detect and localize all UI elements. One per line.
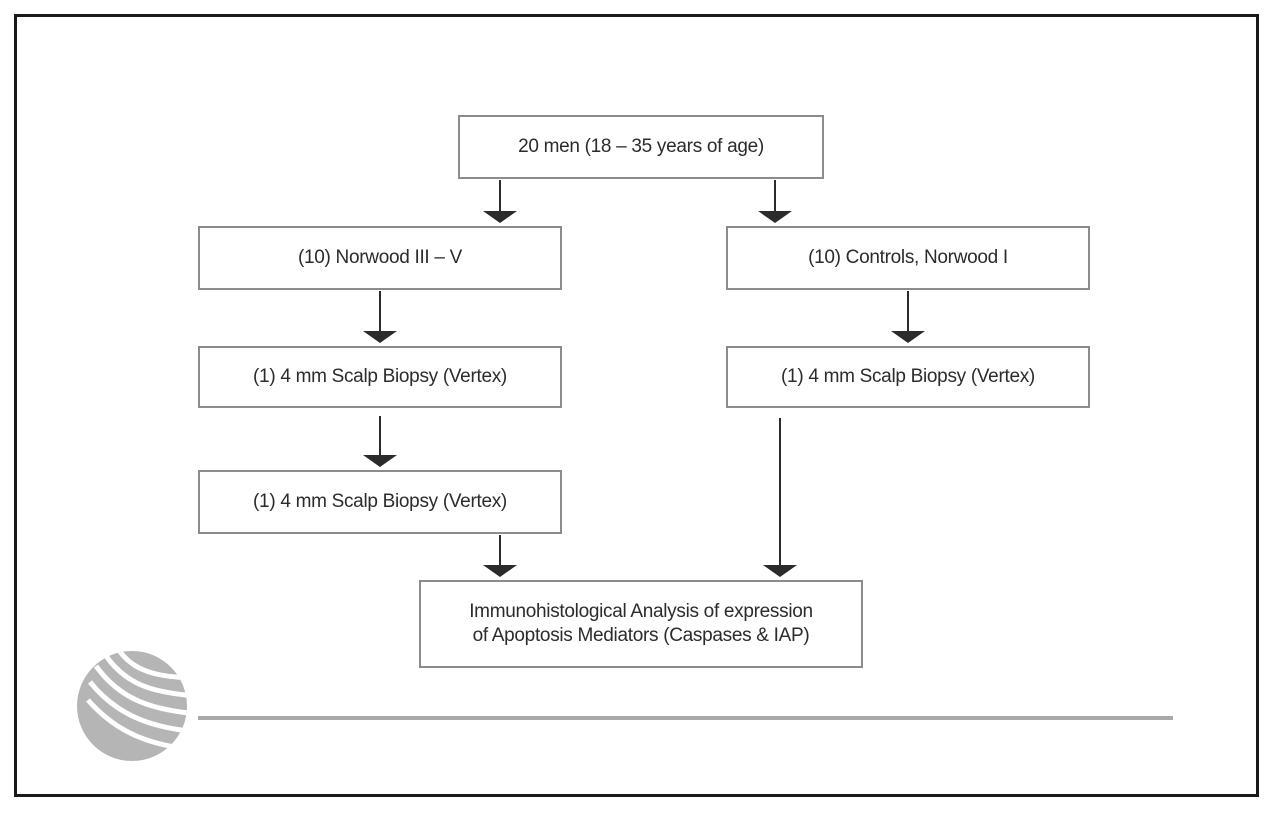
- node-analysis-line-1: Immunohistological Analysis of expressio…: [469, 601, 813, 623]
- node-right-biopsy-label: (1) 4 mm Scalp Biopsy (Vertex): [781, 366, 1035, 388]
- node-control-group: (10) Controls, Norwood I: [726, 226, 1090, 290]
- node-study-population-label: 20 men (18 – 35 years of age): [518, 136, 764, 158]
- node-left-biopsy-1-label: (1) 4 mm Scalp Biopsy (Vertex): [253, 366, 507, 388]
- node-left-biopsy-2-label: (1) 4 mm Scalp Biopsy (Vertex): [253, 491, 507, 513]
- node-norwood-group-label: (10) Norwood III – V: [297, 247, 463, 269]
- node-analysis-label: Immunohistological Analysis of expressio…: [469, 600, 813, 648]
- node-study-population: 20 men (18 – 35 years of age): [458, 115, 824, 179]
- footer-rule: [198, 716, 1173, 720]
- node-analysis-line-2: of Apoptosis Mediators (Caspases & IAP): [472, 625, 810, 646]
- node-analysis: Immunohistological Analysis of expressio…: [419, 580, 863, 668]
- node-right-biopsy: (1) 4 mm Scalp Biopsy (Vertex): [726, 346, 1090, 408]
- node-control-group-label: (10) Controls, Norwood I: [808, 247, 1008, 269]
- node-left-biopsy-2: (1) 4 mm Scalp Biopsy (Vertex): [198, 470, 562, 534]
- node-norwood-group: (10) Norwood III – V: [198, 226, 562, 290]
- globe-logo-icon: [74, 648, 190, 764]
- node-left-biopsy-1: (1) 4 mm Scalp Biopsy (Vertex): [198, 346, 562, 408]
